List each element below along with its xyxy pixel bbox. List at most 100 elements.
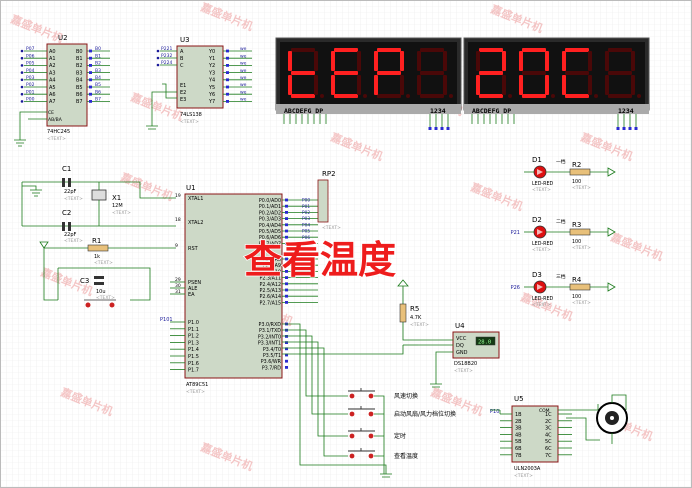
- led-ref: D3: [532, 271, 542, 279]
- segment: [331, 75, 335, 95]
- r5-body: [399, 303, 407, 323]
- u2-a-pin: A5: [49, 85, 56, 91]
- u1-p1-pin: P1.0: [188, 320, 199, 326]
- u1-p0-net: P05: [302, 229, 310, 235]
- led-part: LED-RED: [532, 241, 553, 247]
- u1-p3-pin: P3.0/RXD: [259, 322, 282, 328]
- u3-output-pin: Y6: [208, 92, 215, 98]
- u5-port: P10: [490, 409, 499, 415]
- led-tag: 三档: [556, 273, 566, 280]
- u3-ref: U3: [180, 36, 190, 44]
- button-label-2[interactable]: 定时: [394, 432, 406, 440]
- c3-plate: [94, 282, 104, 285]
- u1-left-pin: XTAL1: [188, 196, 203, 202]
- reset-button-contact[interactable]: [109, 302, 115, 308]
- u1-pin-number: 29: [175, 277, 181, 283]
- seven-segment-right: ABCDEFG DP 1234: [463, 37, 650, 115]
- segment: [565, 48, 589, 52]
- button-contact[interactable]: [368, 433, 374, 439]
- c2-text: <TEXT>: [64, 238, 83, 244]
- u3-input-pin: B: [180, 56, 184, 62]
- u3-we-label: we: [240, 69, 247, 74]
- led-ref: D2: [532, 216, 542, 224]
- segment: [588, 51, 592, 71]
- u3-enable-pin: E1: [180, 83, 186, 89]
- temperature-sensor-circuit[interactable]: R5 4.7K <TEXT> U4 VCC DQ GND 28.0 DS18B2…: [397, 279, 500, 388]
- u2-port-label: P01: [26, 89, 35, 95]
- button-contact[interactable]: [349, 453, 355, 459]
- u1-pin-number: 30: [175, 283, 181, 289]
- led-resistor-text: <TEXT>: [572, 185, 591, 191]
- button-label-3[interactable]: 查看温度: [394, 452, 418, 460]
- u1-p0-pin: P0.5/AD5: [259, 229, 281, 235]
- segment: [479, 48, 503, 52]
- u1-pin-number: 18: [175, 217, 181, 223]
- segment: [631, 75, 635, 95]
- u5-input-pin: 2B: [515, 419, 522, 425]
- u2-a-pin: A1: [49, 56, 56, 62]
- segment: [519, 75, 523, 95]
- led-tag: 一档: [556, 158, 566, 165]
- segment: [605, 75, 609, 95]
- led-indicators[interactable]: D1LED-RED<TEXT>R2100<TEXT>一档D2LED-RED<TE…: [511, 156, 616, 308]
- seven-segment-left: ABCDEFG DP 1234: [275, 37, 462, 115]
- u2-a-pin: A7: [49, 99, 56, 105]
- u1-p0-net: P07: [302, 241, 310, 247]
- u3-output-pin: Y4: [208, 78, 215, 84]
- button-contact[interactable]: [368, 411, 374, 417]
- segment: [605, 51, 609, 71]
- u2-port-label: P05: [26, 61, 35, 67]
- u5-input-pin: 5B: [515, 439, 522, 445]
- u1-p0-pin: P0.6/AD6: [259, 235, 281, 241]
- u3-output-pin: Y5: [208, 85, 215, 91]
- u1-p0-pin: P0.1/AD1: [259, 204, 281, 210]
- u3-output-pin: Y7: [208, 99, 215, 105]
- u5-part: ULN2003A: [514, 466, 541, 472]
- button-label-1[interactable]: 启动风扇/风力档位切换: [394, 410, 456, 418]
- u2-ce: CE: [48, 110, 54, 116]
- button-label-0[interactable]: 风速切换: [394, 392, 418, 400]
- led-resistor-ref: R2: [572, 161, 581, 169]
- u3-output-pin: Y0: [208, 49, 215, 55]
- segment: [522, 71, 546, 75]
- button-contact[interactable]: [349, 393, 355, 399]
- button-contact[interactable]: [368, 393, 374, 399]
- c3-ref: C3: [80, 277, 89, 285]
- reset-button-contact[interactable]: [85, 302, 91, 308]
- led-resistor-val: 100: [572, 294, 581, 300]
- button-contact[interactable]: [349, 433, 355, 439]
- u1-p0-net: P01: [302, 204, 310, 210]
- u2-bus-label: B0: [95, 46, 101, 52]
- c2-ref: C2: [62, 209, 71, 217]
- u1-p101: P101: [160, 317, 173, 323]
- u5-output-pin: 6C: [545, 446, 552, 452]
- reset-circuit[interactable]: R1 1k <TEXT> C3 10u <TEXT>: [39, 237, 176, 308]
- u4-pin-vcc: VCC: [456, 336, 467, 342]
- u2-part: 74HC245: [47, 129, 70, 135]
- button-contact[interactable]: [368, 453, 374, 459]
- u1-pin-number: 9: [175, 243, 178, 249]
- u5-input-pin: 1B: [515, 412, 522, 418]
- segment: [417, 51, 421, 71]
- u1-p0-net: P00: [302, 198, 310, 204]
- u1-p1-pin: P1.6: [188, 361, 199, 367]
- segment: [502, 75, 506, 95]
- u1-p0-pin: P0.2/AD2: [259, 210, 281, 216]
- resistor-pack-rp2[interactable]: RP2 <TEXT>: [317, 170, 341, 231]
- u5-input-pin: 6B: [515, 446, 522, 452]
- button-contact[interactable]: [349, 411, 355, 417]
- u2-b-pin: B7: [76, 99, 83, 105]
- u2-ab: AB/BA: [48, 117, 63, 123]
- u1-p2-pin: P2.6/A14: [259, 294, 281, 300]
- u3-output-pin: Y1: [208, 56, 215, 62]
- chip-u1[interactable]: U1 AT89C51 <TEXT> P101 XTAL119XTAL218RST…: [160, 184, 318, 395]
- segment: [565, 94, 589, 98]
- segment: [417, 75, 421, 95]
- u5-com: COM: [539, 408, 550, 414]
- oscillator-circuit[interactable]: C1 22pF <TEXT> C2 22pF <TEXT> X1 12M <TE…: [21, 165, 176, 244]
